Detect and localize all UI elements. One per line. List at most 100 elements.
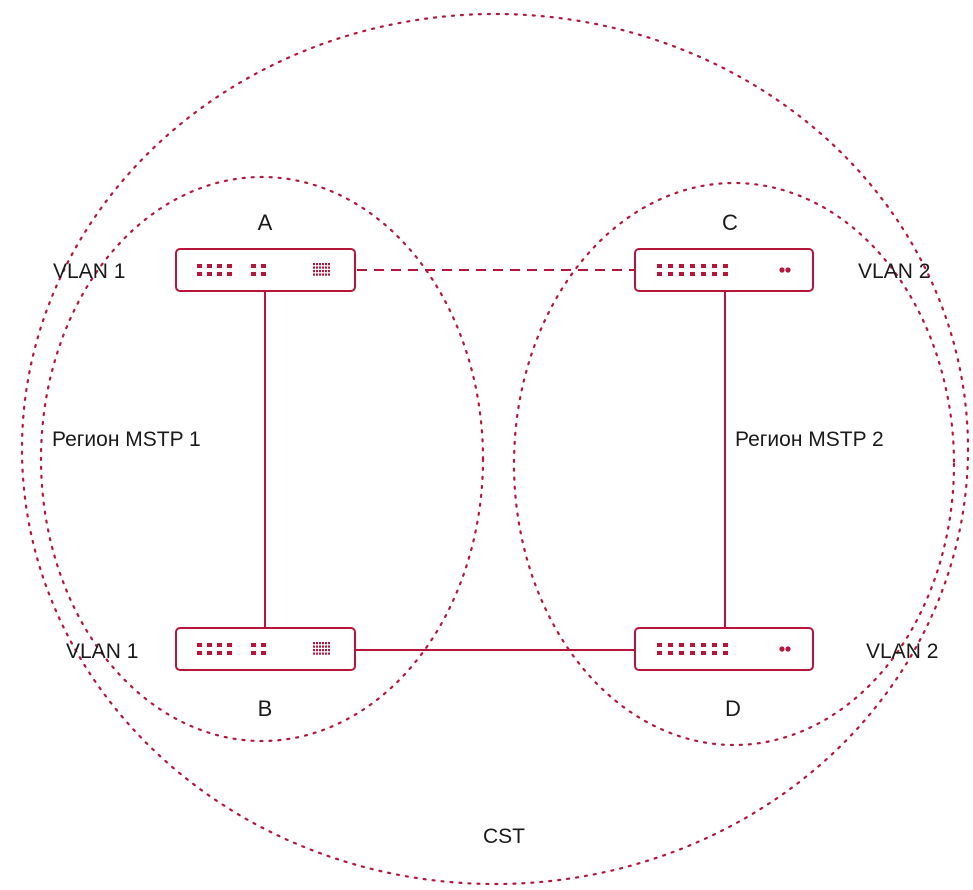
port-glyph [319,652,321,655]
port-glyph [328,263,330,266]
port-glyph [251,651,256,655]
port-glyph [316,273,318,276]
port-glyph [679,272,684,276]
port-glyph [207,264,212,268]
port-glyph [325,645,327,648]
port-glyph [657,272,662,276]
switch-a-body [175,248,356,292]
port-glyph [325,652,327,655]
port-glyph [328,645,330,648]
port-glyph [325,273,327,276]
port-glyph [316,642,318,645]
port-glyph [251,643,256,647]
port-glyph [723,643,728,647]
switch-c-label: C [722,210,738,235]
port-glyph [313,642,315,645]
port-glyph [328,649,330,652]
port-glyph [701,643,706,647]
switch-c-vlan: VLAN 2 [858,260,930,283]
port-glyph [701,264,706,268]
port-glyph [328,652,330,655]
port-glyph [723,272,728,276]
port-glyph [261,272,266,276]
port-glyph [207,643,212,647]
region-1-label: Регион MSTP 1 [52,428,201,451]
port-glyph [316,270,318,273]
port-glyph [319,642,321,645]
switch-b-body [175,627,356,671]
port-glyph [657,264,662,268]
port-glyph [328,273,330,276]
port-glyph [690,272,695,276]
led-glyph [785,267,791,273]
port-glyph [712,651,717,655]
port-glyph [325,263,327,266]
switch-d-label: D [725,696,741,721]
port-glyph [313,266,315,269]
port-glyph [319,266,321,269]
led-glyph [785,646,791,652]
port-glyph [217,272,222,276]
port-glyph [712,272,717,276]
port-glyph [690,264,695,268]
port-glyph [322,266,324,269]
port-glyph [261,264,266,268]
port-glyph [207,651,212,655]
port-glyph [712,264,717,268]
port-glyph [322,642,324,645]
port-glyph [197,272,202,276]
port-glyph [316,645,318,648]
port-glyph [328,642,330,645]
port-glyph [217,651,222,655]
port-glyph [657,651,662,655]
port-glyph [322,649,324,652]
port-glyph [316,649,318,652]
port-glyph [261,643,266,647]
port-glyph [313,263,315,266]
switch-a-vlan: VLAN 1 [53,260,125,283]
switch-icon [657,264,791,276]
port-glyph [251,272,256,276]
port-glyph [313,649,315,652]
port-glyph [322,263,324,266]
port-glyph [322,645,324,648]
port-glyph [322,652,324,655]
switch-icon [657,643,791,655]
cst-label: CST [483,825,525,848]
port-glyph [313,645,315,648]
switch-b-vlan: VLAN 1 [66,640,138,663]
switch-c-body [634,248,814,292]
port-glyph [679,643,684,647]
port-glyph [325,642,327,645]
switch-a-label: A [258,210,273,235]
port-glyph [668,272,673,276]
port-glyph [313,652,315,655]
port-glyph [328,266,330,269]
region-2-boundary [512,181,956,747]
port-glyph [217,264,222,268]
port-glyph [690,651,695,655]
port-glyph [701,272,706,276]
cst-boundary [20,12,970,886]
port-glyph [679,264,684,268]
port-glyph [322,270,324,273]
led-glyph [779,267,785,273]
switch-b-label: B [258,696,273,721]
port-glyph [313,273,315,276]
port-glyph [319,270,321,273]
switch-d-vlan: VLAN 2 [866,640,938,663]
port-glyph [668,264,673,268]
port-glyph [227,643,232,647]
port-glyph [701,651,706,655]
port-glyph [319,645,321,648]
port-glyph [313,270,315,273]
port-glyph [319,263,321,266]
port-glyph [322,273,324,276]
switch-b [175,627,356,671]
port-glyph [325,270,327,273]
port-glyph [712,643,717,647]
port-glyph [690,643,695,647]
switch-d-body [634,627,814,671]
port-glyph [227,651,232,655]
